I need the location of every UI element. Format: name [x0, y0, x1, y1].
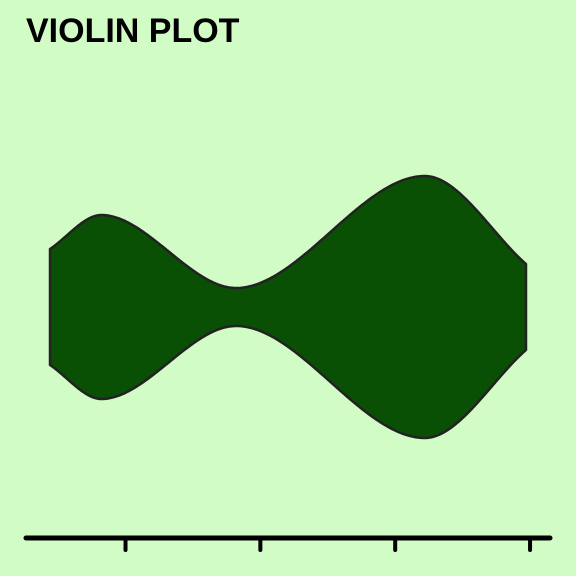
chart-title: VIOLIN PLOT [26, 12, 240, 50]
violin-layer [48, 174, 528, 440]
violin-body [48, 174, 528, 440]
x-axis [23, 535, 553, 552]
